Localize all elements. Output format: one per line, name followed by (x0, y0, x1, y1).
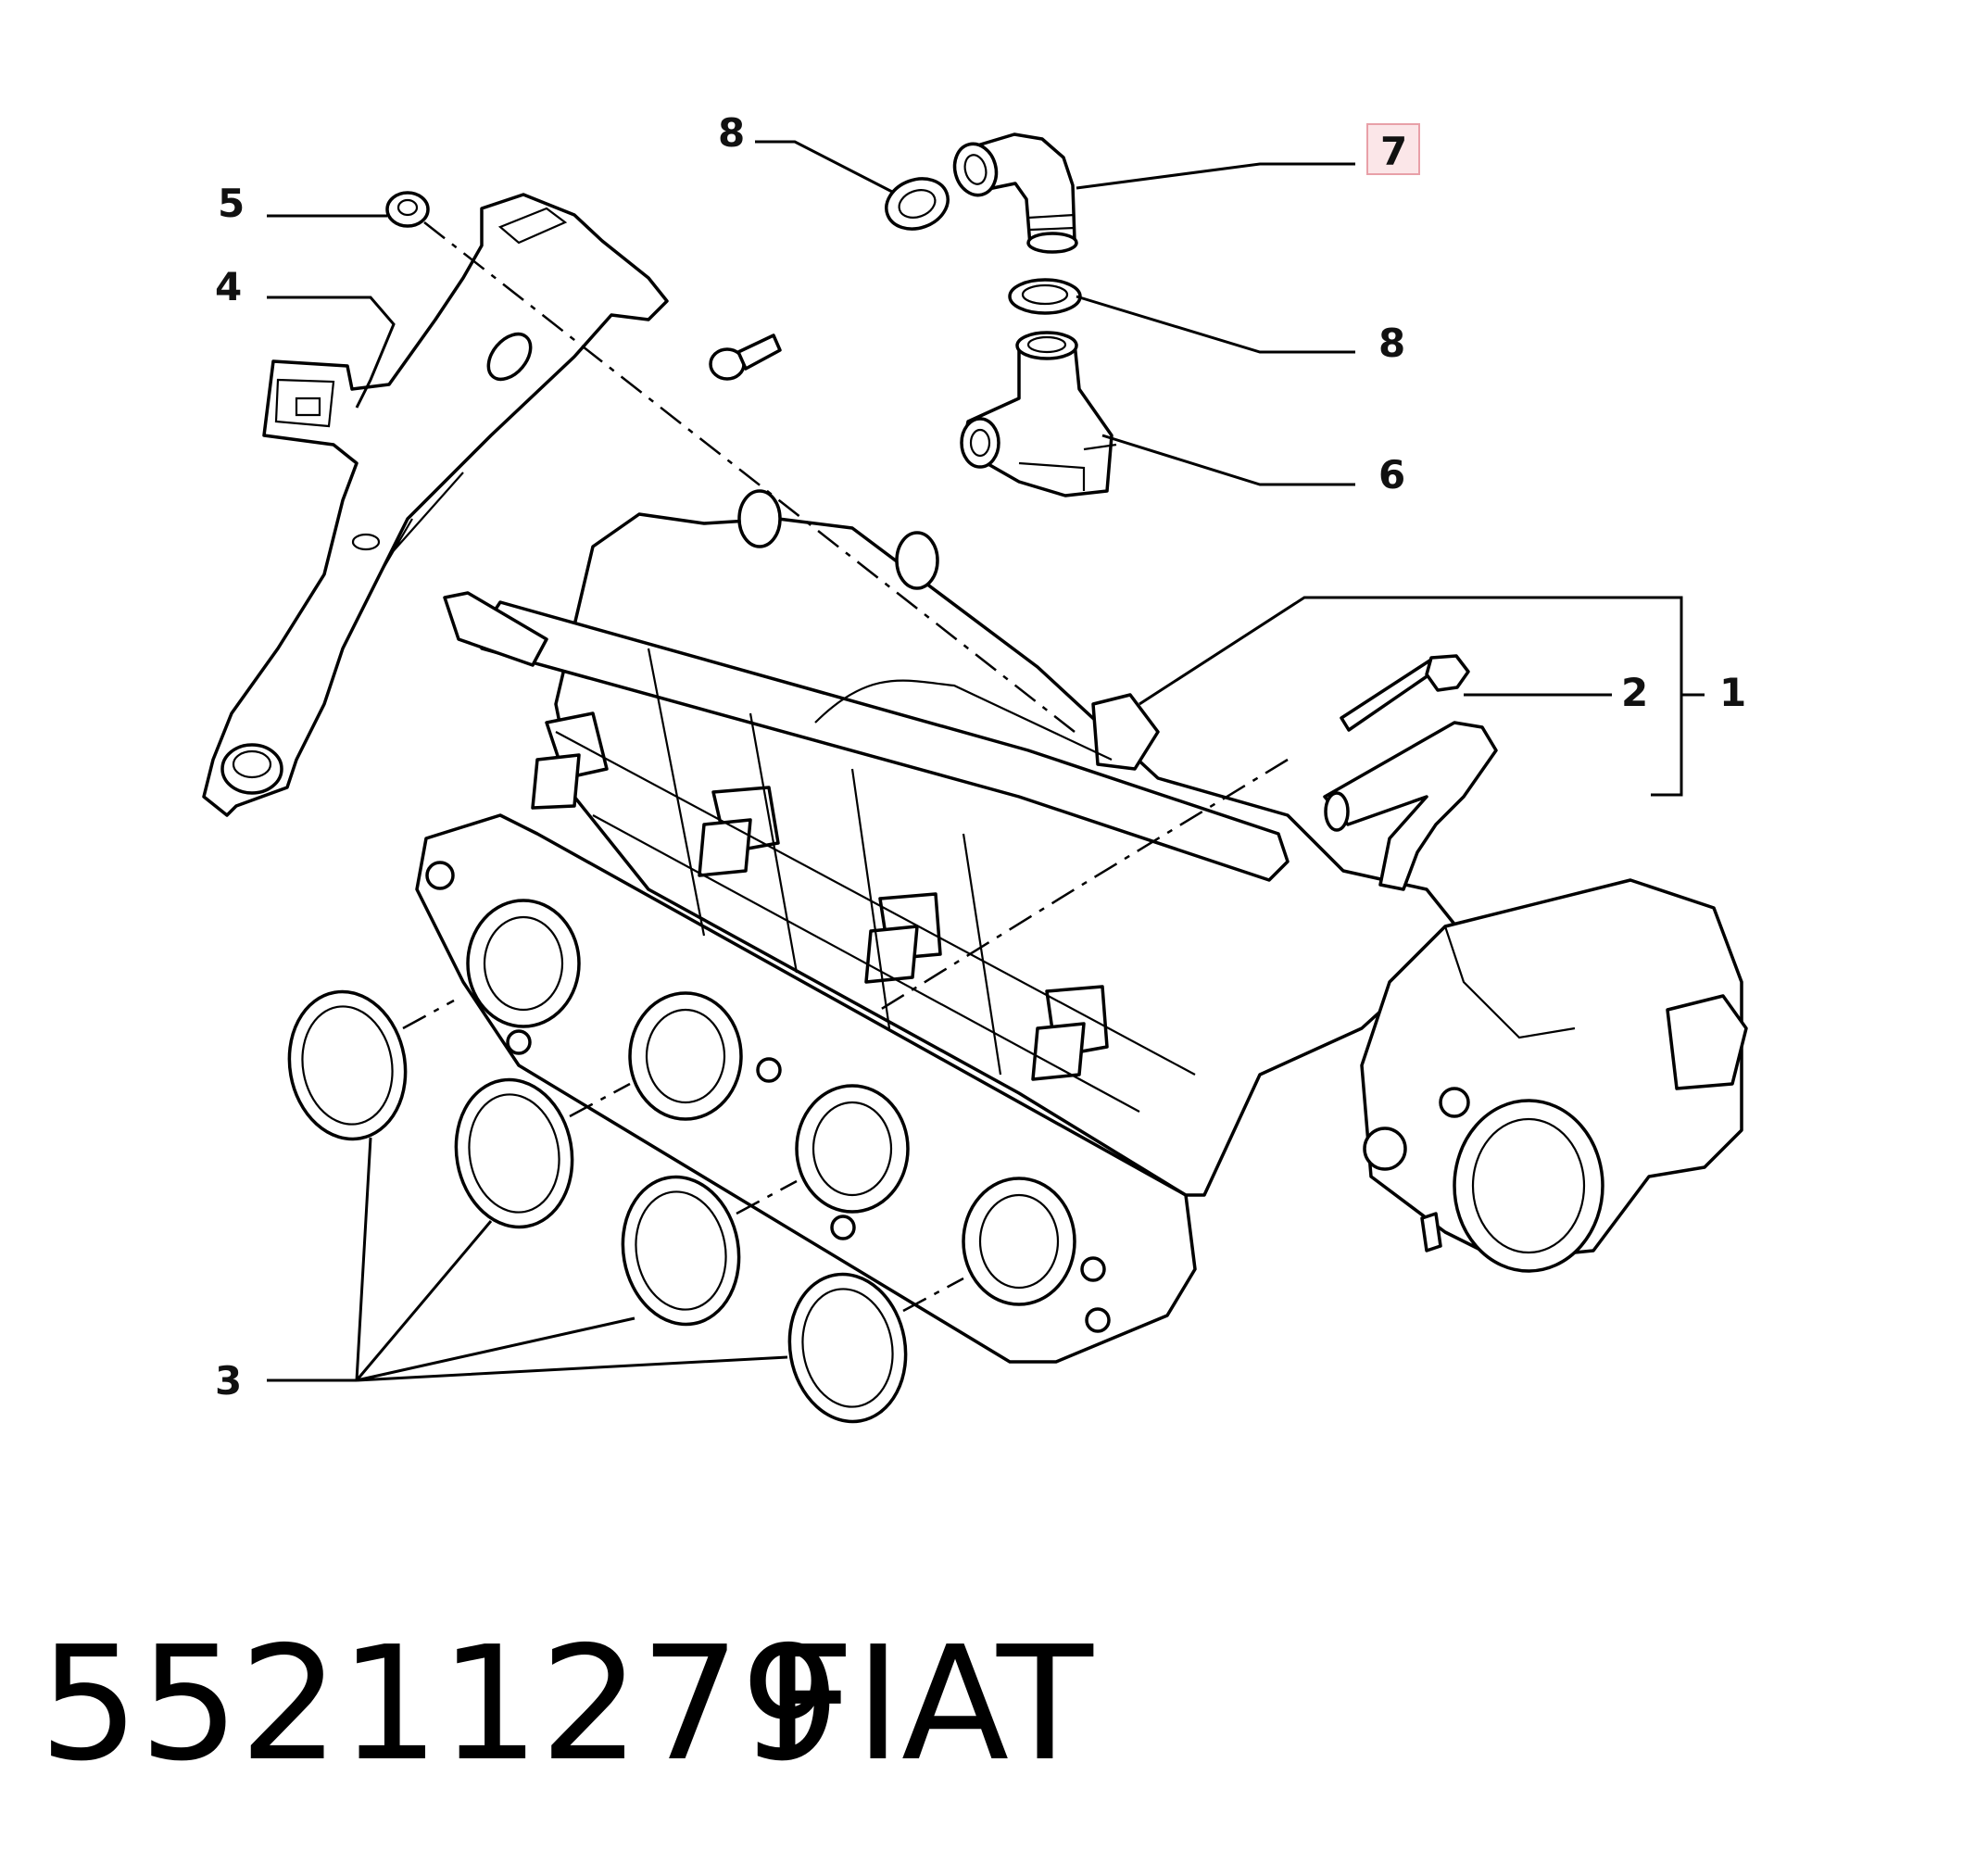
callout-8-upper[interactable]: 8 (718, 110, 745, 156)
part-8-clamp-upper (885, 177, 950, 231)
callout-6[interactable]: 6 (1378, 452, 1405, 497)
part-2-bolt (1340, 654, 1470, 732)
callout-labels: 1 2 3 4 5 6 7 8 8 (215, 110, 1746, 1404)
assembly-axis-lines (402, 221, 1289, 1313)
part-6-valve (960, 331, 1117, 497)
part-5-nut (385, 191, 430, 228)
bracket-screw (709, 334, 782, 381)
part-8-clamp-lower (1008, 278, 1082, 315)
part-7-elbow-hose (952, 132, 1078, 254)
intake-manifold (415, 489, 1466, 1364)
callout-4[interactable]: 4 (215, 264, 242, 309)
part-4-bracket (202, 193, 669, 817)
throttle-body (1360, 878, 1748, 1273)
callout-2[interactable]: 2 (1621, 670, 1648, 715)
part-3-gaskets (287, 989, 908, 1424)
callout-3[interactable]: 3 (215, 1358, 242, 1404)
coolant-hose (1323, 721, 1498, 891)
callout-5[interactable]: 5 (218, 181, 245, 226)
reference-footer: 55211279 FIAT (39, 1613, 1094, 1796)
callout-8-lower[interactable]: 8 (1378, 321, 1405, 366)
brand-text: FIAT (764, 1613, 1094, 1796)
callout-7-highlight (1366, 123, 1420, 175)
part-number-text: 55211279 (39, 1613, 840, 1796)
callout-1[interactable]: 1 (1719, 670, 1746, 715)
leader-lines (267, 140, 1705, 1382)
callout-7[interactable]: 7 (1380, 129, 1407, 174)
